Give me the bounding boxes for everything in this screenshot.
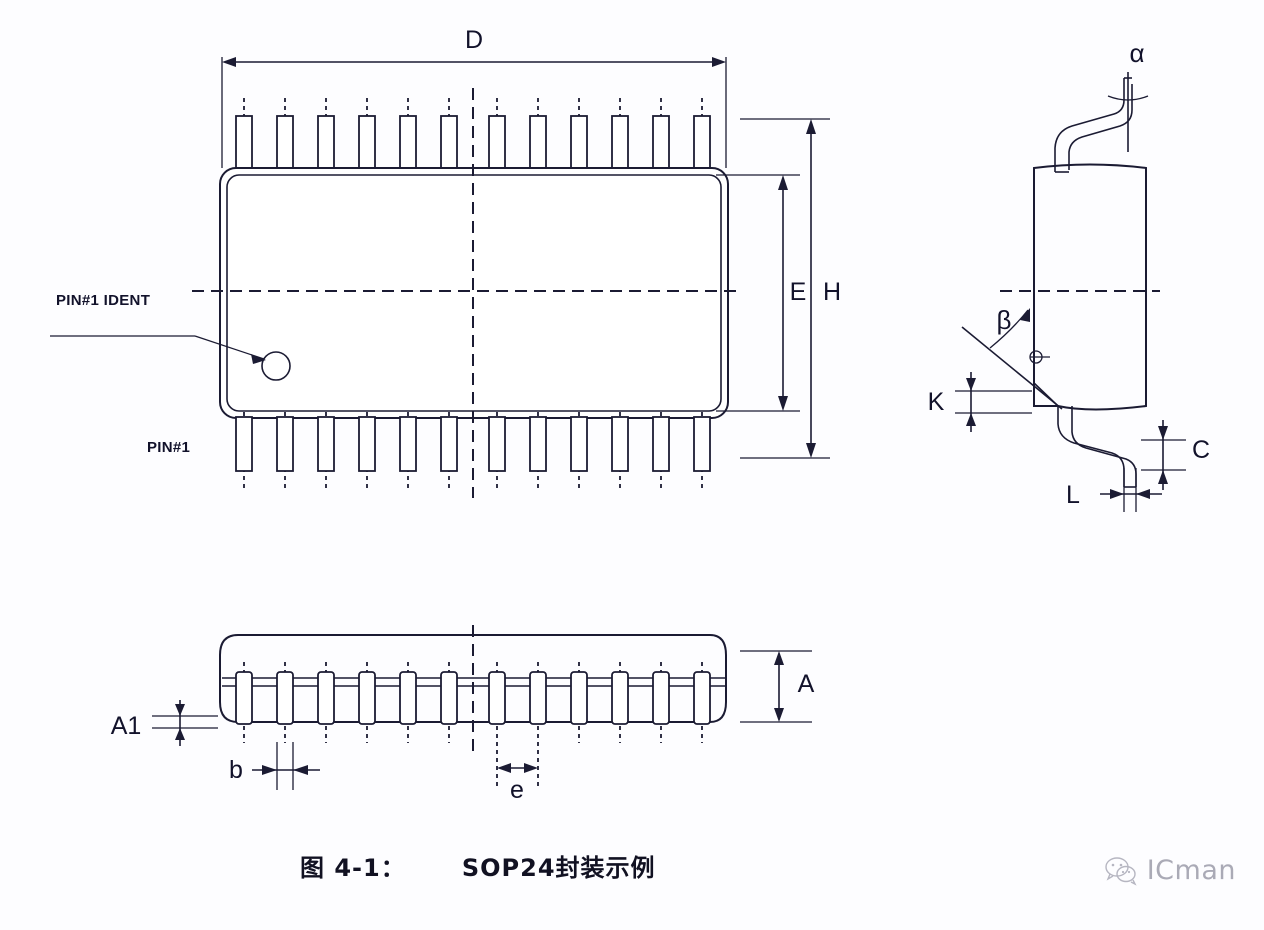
figure-caption-title: SOP24封装示例 [461,854,656,882]
dimension-label-A: A [798,670,815,698]
top-view-pins-lower [235,416,711,472]
dimension-E: E [716,174,807,412]
dimension-K: K [928,372,1032,432]
dimension-label-L: C [1192,436,1210,464]
side-view-lead-bottom-inner [1071,406,1137,487]
dimension-label-C: L [1066,481,1080,509]
front-view-pins [235,671,711,725]
pin1-ident-circle [261,351,291,381]
dimension-A: A [740,650,815,723]
dimension-label-K: K [928,388,945,416]
pin1-ident-leader [50,335,266,364]
side-view-body [1033,163,1147,411]
dimension-alpha: α [1107,38,1149,152]
side-view-lead-top-inner [1068,84,1133,170]
wechat-icon [1105,856,1137,886]
figure-caption: 图 4-1： SOP24封装示例 [0,848,1000,883]
front-view: A A1 b [111,625,815,804]
dimension-label-D: D [465,26,483,54]
side-view-lead-top [1054,78,1125,172]
side-view-body-chamfer [1033,168,1059,407]
dimension-label-A1: A1 [111,712,142,740]
dimension-label-beta: β [997,305,1012,335]
side-view-lead-bottom [1057,406,1125,487]
pin1-label: PIN#1 [147,439,190,456]
figure-caption-number: 图 4-1： [300,854,406,882]
pin1-ident-label: PIN#1 IDENT [56,292,150,309]
top-view: D [50,26,841,498]
dimension-label-E: E [790,278,807,306]
dimension-L: C [1141,420,1210,490]
top-view-pins-upper [235,115,711,171]
dimension-label-alpha: α [1129,38,1144,68]
dimension-A1: A1 [111,700,218,746]
dimension-H: H [740,118,841,459]
watermark: ICman [1104,855,1236,886]
dimension-b: b [229,742,320,790]
dimension-D: D [221,26,727,168]
dimension-label-b: b [229,756,243,784]
watermark-text: ICman [1146,855,1236,886]
dimension-beta: β [961,305,1063,410]
side-view: α β K [928,38,1210,512]
dimension-label-e: e [510,776,524,804]
dimension-C: L [1066,468,1162,512]
dimension-label-H: H [823,278,841,306]
dimension-e: e [497,763,538,804]
